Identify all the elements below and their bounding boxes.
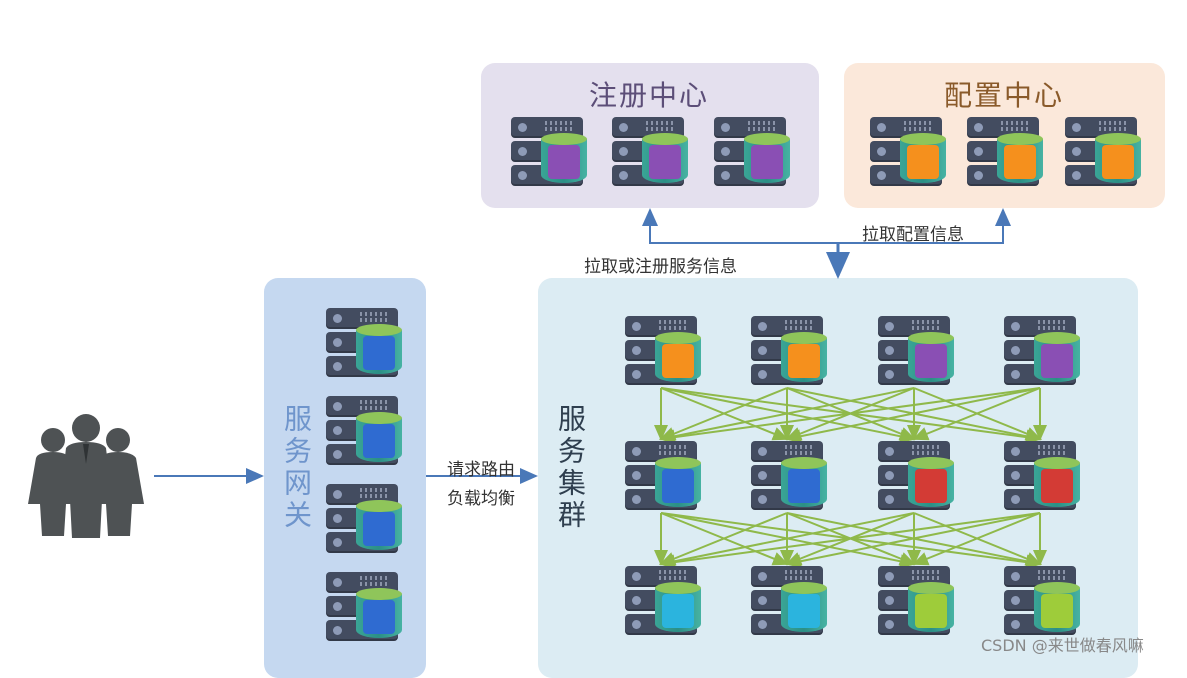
server-database-icon [1004, 316, 1080, 388]
server-database-icon [326, 572, 402, 644]
pull-config-label: 拉取配置信息 [862, 225, 964, 245]
call-line [659, 512, 788, 566]
server-database-icon [870, 117, 946, 189]
server-database-icon [751, 441, 827, 513]
service-gateway-title: 服务网关 [280, 404, 313, 532]
call-line [659, 387, 915, 444]
route-label: 请求路由 [447, 460, 515, 480]
server-database-icon [326, 396, 402, 468]
load-balance-label: 负载均衡 [447, 489, 515, 509]
service-cluster-title: 服务集群 [554, 404, 587, 532]
call-line [659, 387, 788, 441]
server-database-icon [625, 441, 701, 513]
server-database-icon [625, 566, 701, 638]
registry-center-title: 注册中心 [589, 79, 710, 112]
server-database-icon [511, 117, 587, 189]
server-database-icon [1065, 117, 1141, 189]
call-line [785, 512, 1041, 569]
call-line [912, 387, 1041, 441]
server-database-icon [326, 308, 402, 380]
pull-register-label: 拉取或注册服务信息 [584, 257, 737, 277]
server-database-icon [1004, 441, 1080, 513]
server-database-icon [612, 117, 688, 189]
call-line [659, 512, 915, 569]
watermark: CSDN @来世做春风嘛 [981, 636, 1144, 655]
cluster-call-lines [654, 387, 1047, 570]
server-database-icon [751, 316, 827, 388]
server-database-icon [714, 117, 790, 189]
call-line [659, 387, 1041, 445]
people-group-icon [28, 414, 144, 538]
call-line [785, 387, 1041, 444]
server-database-icon [967, 117, 1043, 189]
call-line [659, 512, 1041, 570]
call-line [912, 512, 1041, 566]
server-database-icon [751, 566, 827, 638]
server-database-icon [326, 484, 402, 556]
server-database-icon [1004, 566, 1080, 638]
server-database-icon [878, 566, 954, 638]
server-database-icon [878, 441, 954, 513]
config-center-title: 配置中心 [944, 79, 1065, 112]
server-database-icon [625, 316, 701, 388]
connector-arrows [154, 208, 1047, 570]
server-database-icon [878, 316, 954, 388]
